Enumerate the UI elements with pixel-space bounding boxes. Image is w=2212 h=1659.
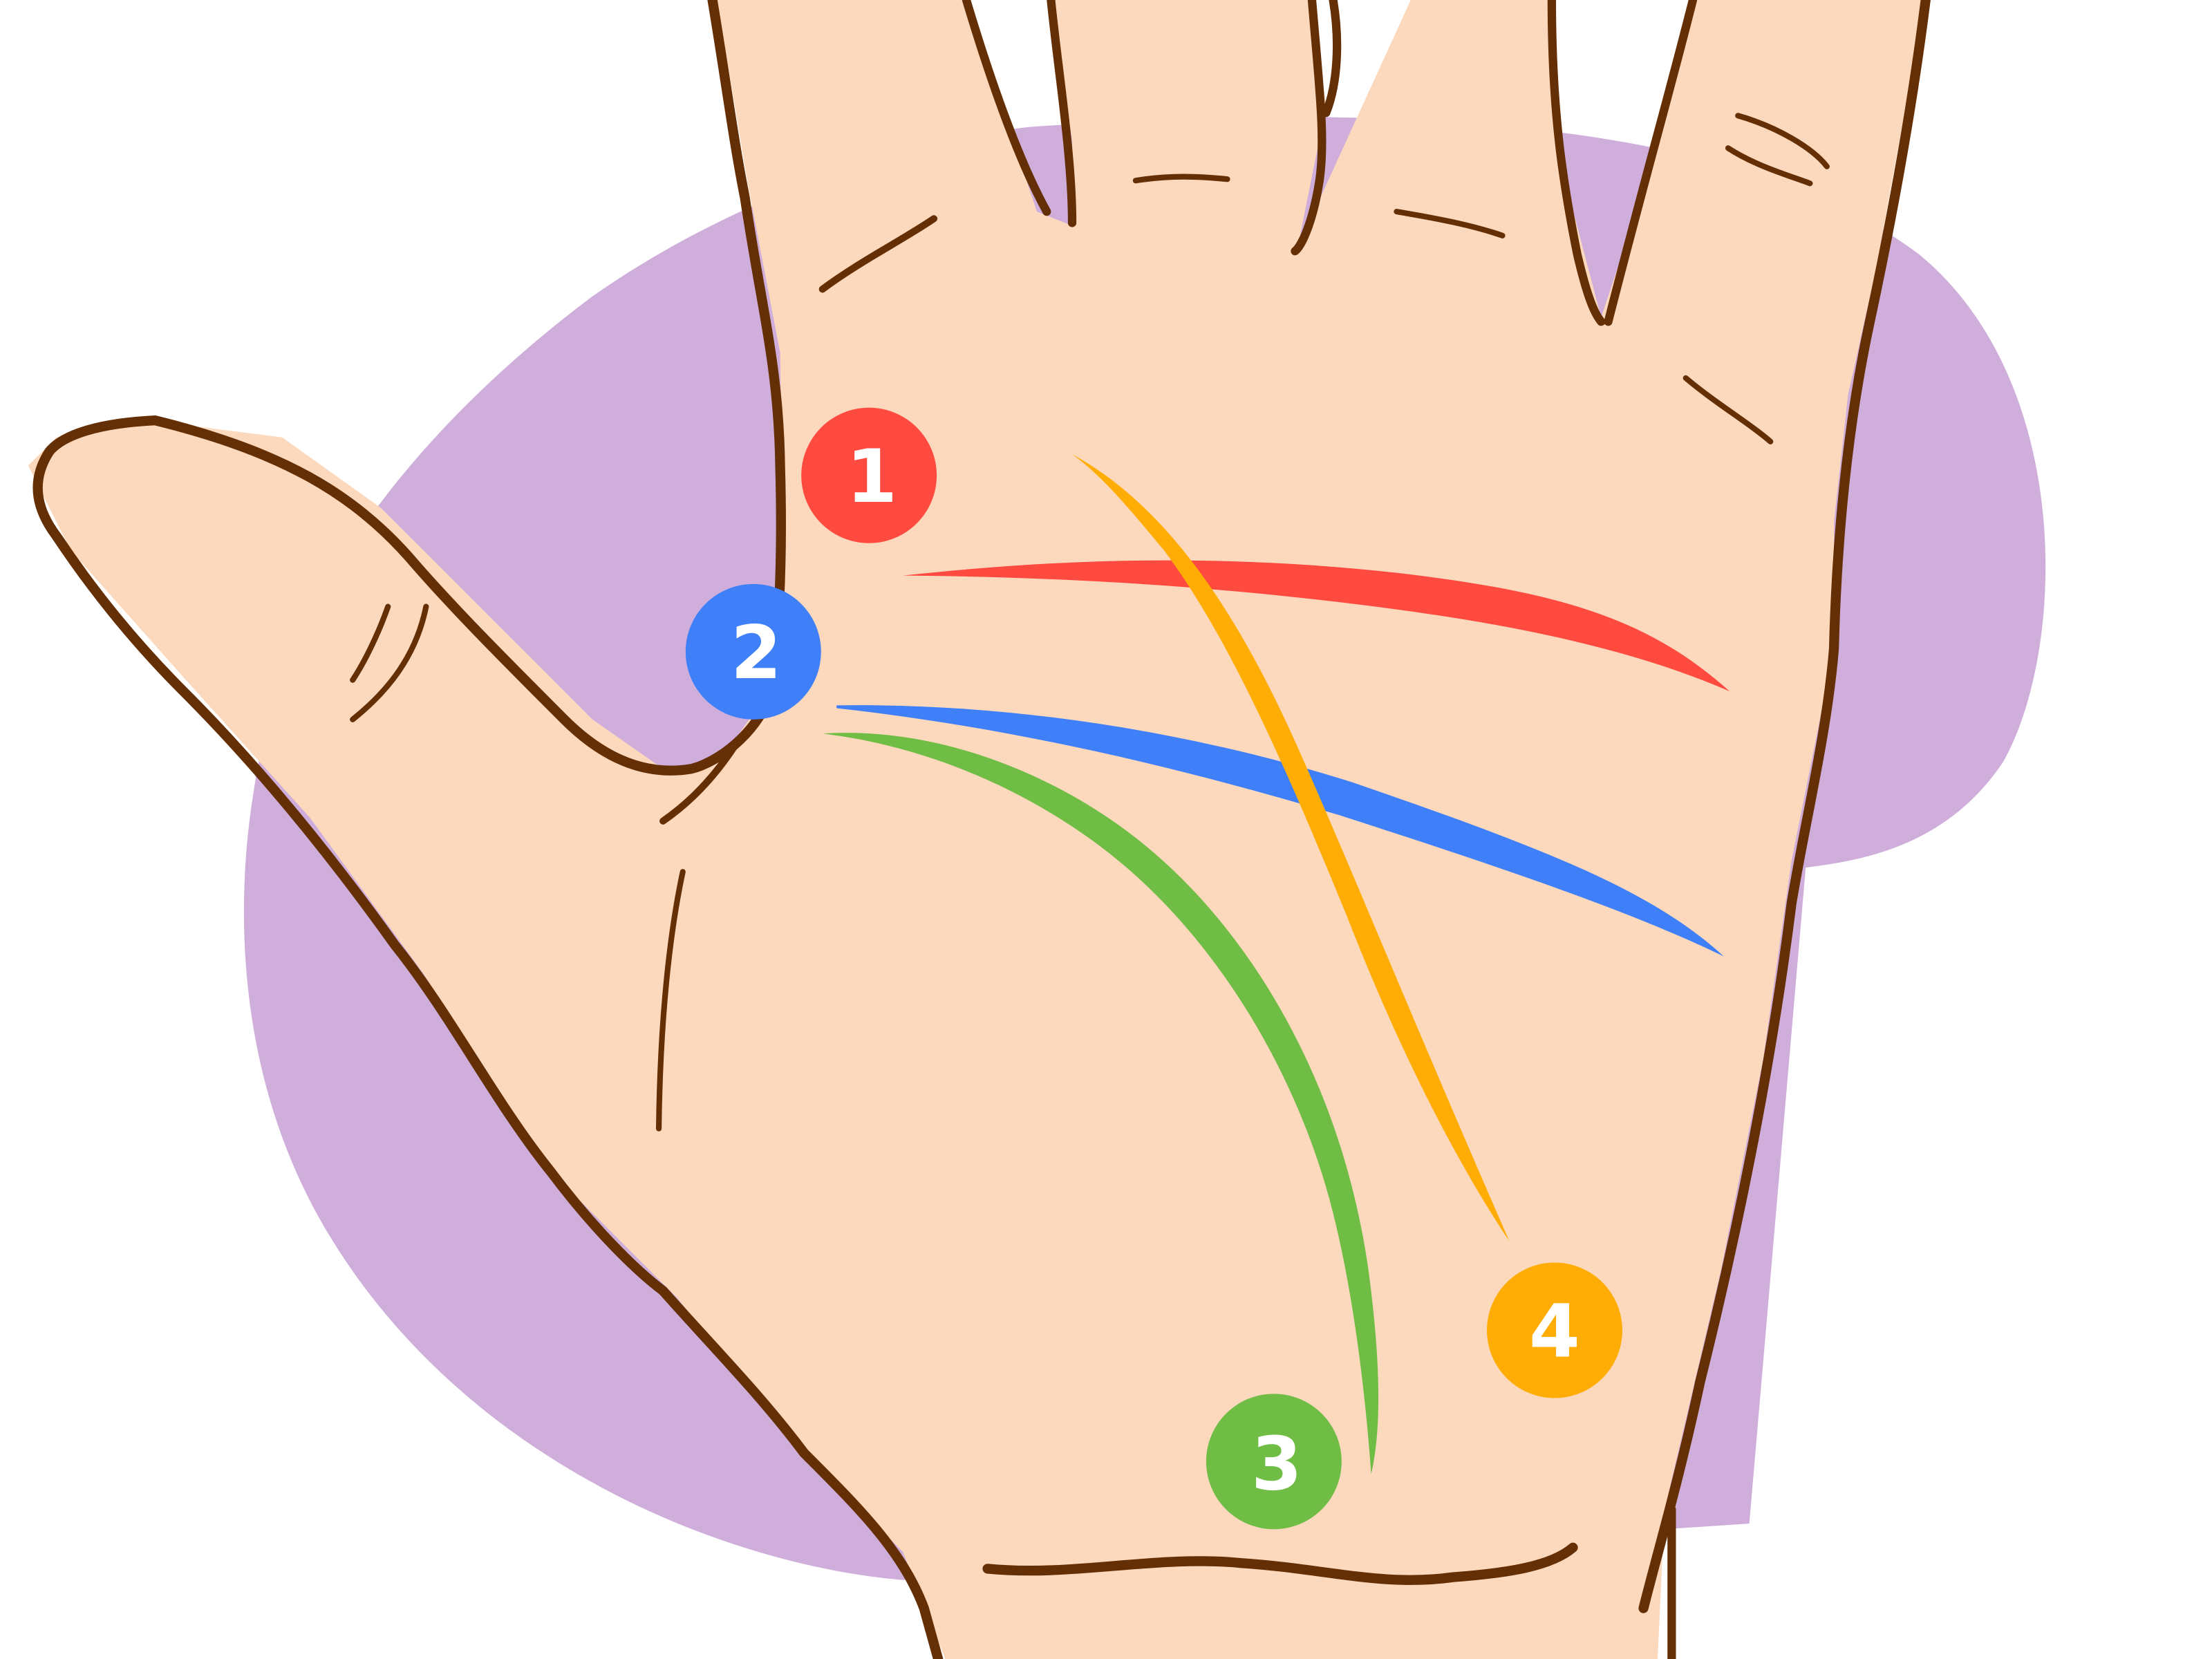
badge-3-circle — [1206, 1394, 1342, 1530]
badge-2-circle — [685, 583, 821, 720]
badge-3: 3 — [1206, 1394, 1342, 1530]
badge-4-circle — [1487, 1262, 1622, 1398]
badge-1: 1 — [801, 407, 937, 543]
badge-4: 4 — [1487, 1262, 1622, 1398]
badge-2-label: 2 — [731, 610, 782, 696]
hand-outline — [32, 0, 1931, 1659]
palm-line-1 — [903, 560, 1730, 691]
badge-1-circle — [801, 407, 937, 543]
badge-2: 2 — [685, 583, 821, 720]
hand-skin — [28, 0, 1926, 1659]
skin-creases — [350, 113, 1830, 1585]
badge-1-label: 1 — [846, 434, 897, 520]
palm-line-4 — [1072, 454, 1510, 1241]
badge-3-label: 3 — [1251, 1421, 1302, 1507]
badge-4-label: 4 — [1529, 1289, 1580, 1375]
